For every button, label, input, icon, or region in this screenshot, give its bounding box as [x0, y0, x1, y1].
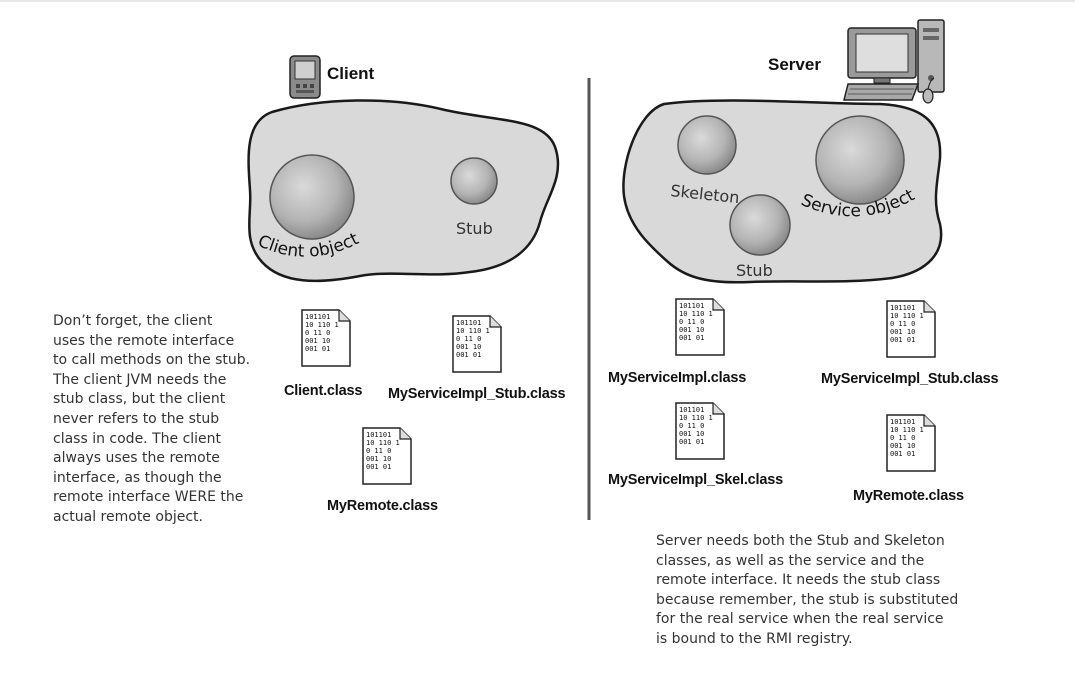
client-note: Don’t forget, the client uses the remote… [53, 313, 251, 525]
client-object-sphere [269, 154, 355, 240]
client-stub-sphere [450, 157, 498, 205]
server-stub-class-label: MyServiceImpl_Stub.class [821, 371, 999, 387]
client-remote-class-label: MyRemote.class [327, 498, 438, 514]
server-stub-sphere [729, 194, 791, 256]
client-title: Client [327, 64, 375, 83]
pda-icon [289, 55, 321, 99]
server-stub-label: Stub [736, 261, 773, 280]
server-note: Server needs both the Stub and Skeleton … [656, 533, 959, 647]
skeleton-sphere [677, 115, 737, 175]
client-stub-label: Stub [456, 219, 493, 238]
server-title: Server [768, 55, 821, 74]
server-skel-class-label: MyServiceImpl_Skel.class [608, 472, 783, 488]
computer-icon [843, 19, 945, 104]
service-object-sphere [815, 115, 905, 205]
client-class-label: Client.class [284, 383, 363, 399]
server-impl-class-label: MyServiceImpl.class [608, 370, 747, 386]
client-stub-class-label: MyServiceImpl_Stub.class [388, 386, 566, 402]
server-remote-class-label: MyRemote.class [853, 488, 964, 504]
